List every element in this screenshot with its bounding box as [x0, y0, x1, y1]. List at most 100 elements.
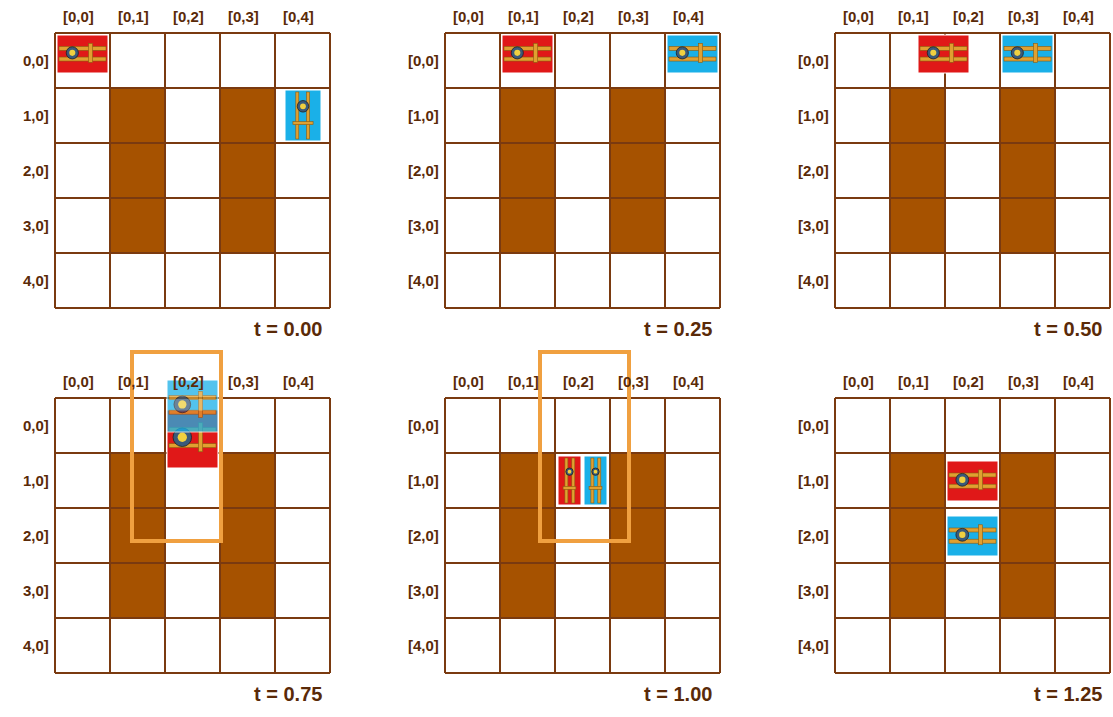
grid-line	[835, 397, 1110, 399]
obstacle-cell	[890, 563, 945, 618]
grid-line	[664, 398, 666, 673]
row-header: 0,0]	[23, 52, 49, 69]
column-header: [0,1]	[508, 8, 539, 25]
grid-line	[1109, 398, 1111, 673]
grid-line	[889, 33, 891, 308]
obstacle-cell	[1000, 143, 1055, 198]
row-header: 0,0]	[23, 417, 49, 434]
row-header: [4,0]	[798, 637, 829, 654]
grid-line	[554, 398, 556, 673]
column-header: [0,4]	[1063, 8, 1094, 25]
grid-line	[445, 507, 720, 509]
row-header: [1,0]	[408, 107, 439, 124]
robot-icon	[502, 35, 553, 73]
grid-line	[55, 672, 330, 674]
grid-line	[445, 87, 720, 89]
obstacle-cell	[110, 508, 165, 563]
grid-line	[55, 617, 330, 619]
obstacle-cell	[610, 88, 665, 143]
column-header: [0,2]	[953, 373, 984, 390]
column-header: [0,4]	[673, 373, 704, 390]
column-header: [0,3]	[228, 8, 259, 25]
column-header: [0,4]	[283, 373, 314, 390]
obstacle-cell	[220, 88, 275, 143]
obstacle-cell	[500, 198, 555, 253]
grid-line	[835, 32, 1110, 34]
grid-line	[274, 33, 276, 308]
grid-line	[55, 562, 330, 564]
row-header: [3,0]	[798, 217, 829, 234]
grid-line	[445, 252, 720, 254]
grid-line	[499, 398, 501, 673]
grid-line	[999, 398, 1001, 673]
grid-line	[834, 398, 836, 673]
obstacle-cell	[110, 88, 165, 143]
column-header: [0,0]	[63, 373, 94, 390]
row-header: [1,0]	[798, 107, 829, 124]
robot-icon	[947, 516, 998, 556]
time-label: t = 1.00	[644, 683, 712, 706]
grid-line	[54, 33, 56, 308]
column-header: [0,2]	[173, 373, 204, 390]
obstacle-cell	[1000, 508, 1055, 563]
robot-icon	[947, 461, 998, 501]
row-header: [2,0]	[798, 527, 829, 544]
grid-line	[719, 33, 721, 308]
grid-line	[444, 33, 446, 308]
obstacle-cell	[500, 453, 555, 508]
grid-line	[445, 307, 720, 309]
row-header: [0,0]	[408, 417, 439, 434]
obstacle-cell	[220, 453, 275, 508]
obstacle-cell	[890, 143, 945, 198]
grid-line	[835, 452, 1110, 454]
robot-icon	[1002, 35, 1053, 73]
obstacle-cell	[220, 198, 275, 253]
row-header: [1,0]	[408, 472, 439, 489]
grid-line	[55, 252, 330, 254]
obstacle-cell	[610, 563, 665, 618]
grid-line	[55, 197, 330, 199]
grid-line	[835, 197, 1110, 199]
row-header: [2,0]	[798, 162, 829, 179]
robot-icon	[918, 35, 969, 73]
column-header: [0,0]	[453, 373, 484, 390]
grid-line	[55, 142, 330, 144]
column-header: [0,3]	[228, 373, 259, 390]
grid-line	[445, 672, 720, 674]
grid-map	[55, 398, 330, 673]
column-header: [0,2]	[563, 8, 594, 25]
time-label: t = 0.25	[644, 318, 712, 341]
obstacle-cell	[110, 198, 165, 253]
grid-line	[835, 507, 1110, 509]
obstacle-cell	[110, 563, 165, 618]
column-header: [0,1]	[508, 373, 539, 390]
grid-line	[1109, 33, 1111, 308]
row-header: [4,0]	[408, 637, 439, 654]
robot-icon	[57, 35, 108, 73]
obstacle-cell	[110, 143, 165, 198]
row-header: [0,0]	[798, 417, 829, 434]
obstacle-cell	[220, 143, 275, 198]
column-header: [0,3]	[618, 373, 649, 390]
grid-line	[1054, 398, 1056, 673]
grid-line	[109, 33, 111, 308]
time-label: t = 0.00	[254, 318, 322, 341]
grid-line	[445, 617, 720, 619]
row-header: [4,0]	[408, 272, 439, 289]
column-header: [0,1]	[118, 8, 149, 25]
grid-line	[55, 87, 330, 89]
grid-line	[944, 398, 946, 673]
column-header: [0,2]	[173, 8, 204, 25]
row-header: [0,0]	[408, 52, 439, 69]
column-header: [0,4]	[673, 8, 704, 25]
column-header: [0,3]	[1008, 8, 1039, 25]
grid-line	[1054, 33, 1056, 308]
time-label: t = 0.50	[1034, 318, 1102, 341]
column-header: [0,4]	[1063, 373, 1094, 390]
grid-line	[55, 507, 330, 509]
highlight-frame	[540, 352, 629, 541]
row-header: 4,0]	[23, 272, 49, 289]
column-header: [0,0]	[843, 8, 874, 25]
grid-line	[164, 398, 166, 673]
robot-icon	[584, 456, 607, 505]
